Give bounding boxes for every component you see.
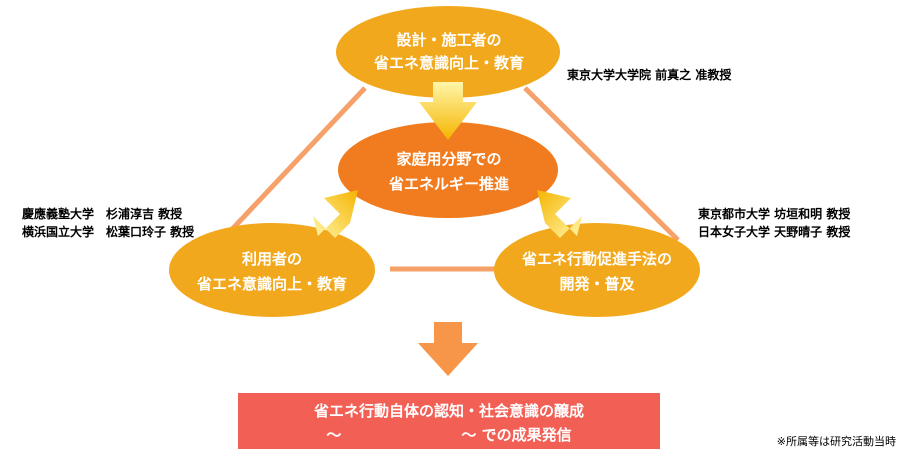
affiliation-right-1: 東京都市大学 坊垣和明 教授: [698, 206, 851, 221]
node-top-line1: 設計・施工者の: [396, 31, 501, 49]
node-left-line2: 省エネ意識向上・教育: [196, 275, 347, 293]
node-left-line1: 利用者の: [242, 250, 302, 268]
arrow-down-to-result: [418, 322, 478, 376]
node-center: [338, 122, 558, 218]
node-top-line2: 省エネ意識向上・教育: [373, 54, 524, 72]
node-right: [494, 223, 700, 317]
affiliation-left-1: 慶應義塾大学 杉浦淳吉 教授: [22, 206, 183, 221]
result-box: [238, 393, 660, 449]
node-right-line1: 省エネ行動促進手法の: [521, 250, 672, 268]
footnote: ※所属等は研究活動当時: [777, 434, 896, 448]
node-right-line2: 開発・普及: [559, 275, 635, 293]
triangle-connectors: [220, 86, 680, 272]
node-left: [169, 223, 375, 317]
result-line2: ～ ～ での成果発信: [326, 426, 571, 444]
connector-top-right: [523, 86, 680, 242]
affiliation-top: 東京大学大学院 前真之 准教授: [567, 67, 732, 82]
node-center-line1: 家庭用分野での: [396, 150, 501, 168]
node-top: [336, 6, 560, 98]
connector-top-left: [220, 86, 367, 242]
result-line1: 省エネ行動自体の認知・社会意識の醸成: [313, 402, 584, 420]
affiliation-right-2: 日本女子大学 天野晴子 教授: [698, 224, 851, 239]
arrow-top-to-center: [419, 82, 477, 140]
node-center-line2: 省エネルギー推進: [388, 175, 510, 193]
arrow-left-to-center: [313, 190, 358, 238]
arrow-right-to-center: [537, 190, 582, 238]
affiliation-left-2: 横浜国立大学 松葉口玲子 教授: [22, 224, 195, 239]
